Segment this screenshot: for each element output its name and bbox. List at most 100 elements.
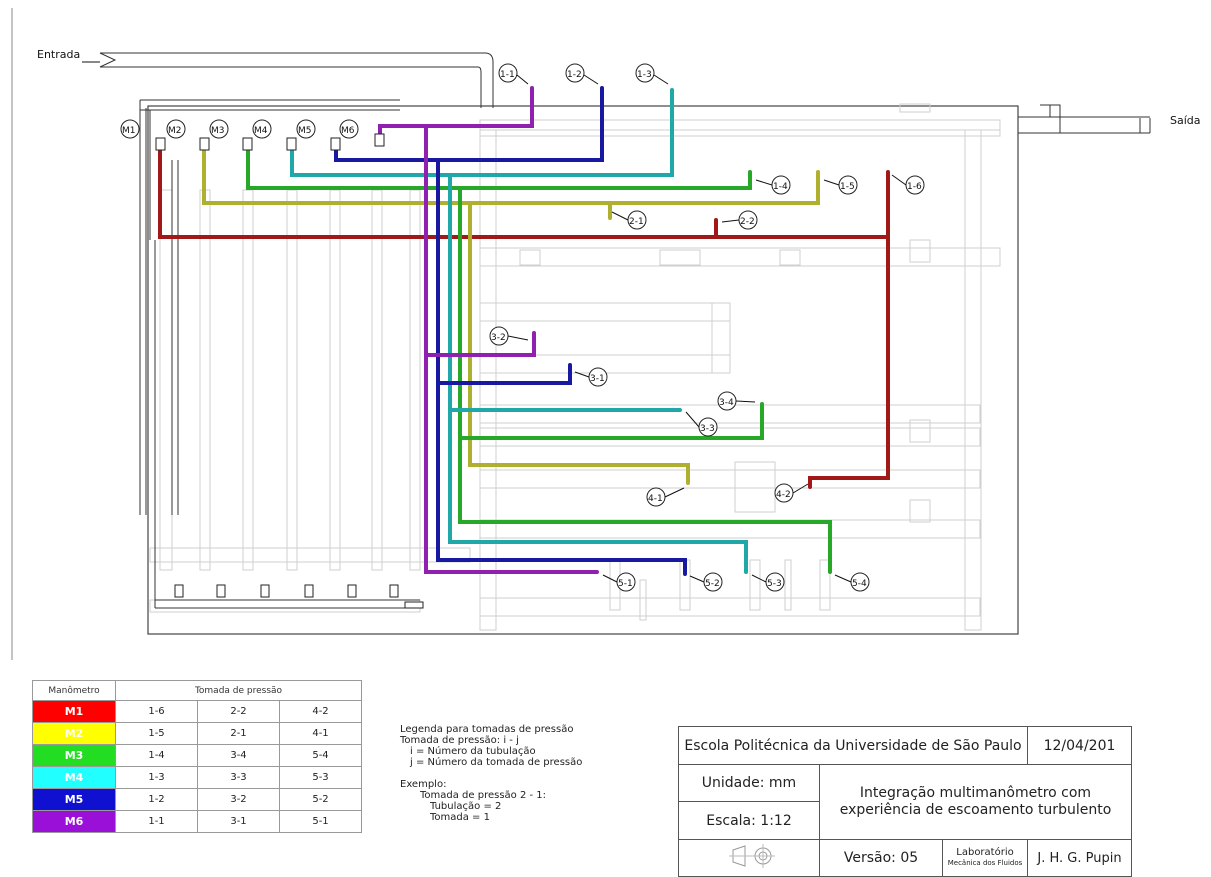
tap-cell: 3-2 [197, 788, 280, 811]
svg-text:5-3: 5-3 [767, 579, 782, 589]
manometer-cell: M6 [32, 810, 116, 833]
manometer-cell: M5 [32, 788, 116, 811]
svg-text:M6: M6 [341, 126, 355, 136]
tap-1-5: 1-5 [838, 175, 858, 195]
background-piping [149, 103, 1001, 631]
svg-text:3-4: 3-4 [719, 398, 734, 408]
tap-3-3: 3-3 [698, 417, 718, 437]
manometer-cell: M3 [32, 744, 116, 767]
tap-4-2: 4-2 [774, 483, 794, 503]
lab-line-1: Laboratório [956, 847, 1014, 858]
title-line-1: Integração multimanômetro com [859, 785, 1092, 801]
tap-cell: 2-1 [197, 722, 280, 745]
svg-text:M2: M2 [168, 126, 182, 136]
tap-cell: 1-4 [115, 744, 198, 767]
svg-text:M5: M5 [298, 126, 312, 136]
callout-m1: M1 [120, 119, 140, 139]
unit-cell: Unidade: mm [678, 764, 820, 802]
svg-text:3-1: 3-1 [590, 374, 605, 384]
tap-cell: 1-3 [115, 766, 198, 789]
tap-cell: 5-2 [279, 788, 362, 811]
legend-example: Tomada = 1 [430, 812, 490, 823]
tap-3-1: 3-1 [588, 367, 608, 387]
tap-cell: 5-3 [279, 766, 362, 789]
svg-text:1-5: 1-5 [840, 182, 855, 192]
author-cell: J. H. G. Pupin [1027, 839, 1132, 877]
svg-text:2-2: 2-2 [740, 217, 755, 227]
legend-line: j = Número da tomada de pressão [410, 757, 583, 768]
tap-2-2: 2-2 [738, 210, 758, 230]
projection-icon [729, 844, 775, 868]
svg-text:M4: M4 [254, 126, 268, 136]
legend-title: Legenda para tomadas de pressão [400, 724, 574, 735]
header-taps: Tomada de pressão [115, 680, 362, 701]
tap-callouts: 1-1 1-2 1-3 1-4 1-5 1-6 2-1 2-2 3-1 3-2 … [489, 63, 925, 592]
manometer-table: Manômetro Tomada de pressão M1 1-6 2-2 4… [32, 680, 362, 833]
m1-lines [158, 143, 890, 489]
manometer-callouts: M1 M2 M3 M4 M5 M6 [120, 119, 359, 139]
svg-text:4-2: 4-2 [776, 490, 791, 500]
tap-cell: 1-5 [115, 722, 198, 745]
callout-m2: M2 [166, 119, 186, 139]
entrada-label: Entrada [37, 48, 80, 61]
tap-cell: 1-2 [115, 788, 198, 811]
tap-5-4: 5-4 [850, 572, 870, 592]
lab-cell: Laboratório Mecânica dos Fluidos [942, 839, 1028, 877]
m4-lines [290, 88, 748, 574]
tap-3-2: 3-2 [489, 326, 509, 346]
m6-lines [378, 86, 599, 574]
tap-legend: Legenda para tomadas de pressão Tomada d… [400, 724, 582, 823]
table-row: M5 1-2 3-2 5-2 [32, 788, 362, 811]
header-manometer: Manômetro [32, 680, 116, 701]
callout-m6: M6 [339, 119, 359, 139]
tap-3-4: 3-4 [717, 391, 737, 411]
svg-text:4-1: 4-1 [648, 494, 663, 504]
legend-example-title: Exemplo: [400, 779, 447, 790]
supply-line [99, 52, 1151, 240]
svg-text:1-3: 1-3 [637, 70, 652, 80]
tap-cell: 4-1 [279, 722, 362, 745]
svg-text:5-4: 5-4 [852, 579, 867, 589]
manometer-tubes [139, 108, 420, 609]
legend-line: Tomada de pressão: i - j [400, 735, 519, 746]
svg-text:5-2: 5-2 [705, 579, 720, 589]
drawing-date: 12/04/201 [1027, 726, 1132, 765]
tap-cell: 3-3 [197, 766, 280, 789]
version-cell: Versão: 05 [819, 839, 943, 877]
tap-cell: 5-1 [279, 810, 362, 833]
tap-cell: 3-1 [197, 810, 280, 833]
tap-1-6: 1-6 [905, 175, 925, 195]
tap-cell: 1-6 [115, 700, 198, 723]
callout-m5: M5 [296, 119, 316, 139]
svg-text:3-2: 3-2 [491, 333, 506, 343]
tap-1-4: 1-4 [771, 175, 791, 195]
tap-cell: 1-1 [115, 810, 198, 833]
m2-lines [202, 143, 820, 485]
tap-5-3: 5-3 [765, 572, 785, 592]
table-row: M6 1-1 3-1 5-1 [32, 810, 362, 833]
tap-1-2: 1-2 [565, 63, 585, 83]
svg-text:5-1: 5-1 [618, 579, 633, 589]
saida-label: Saída [1170, 114, 1201, 127]
tap-1-1: 1-1 [498, 63, 518, 83]
legend-line: i = Número da tubulação [410, 746, 536, 757]
tap-cell: 3-4 [197, 744, 280, 767]
projection-symbol [678, 839, 820, 877]
svg-text:M1: M1 [122, 126, 136, 136]
tap-cell: 4-2 [279, 700, 362, 723]
svg-text:1-1: 1-1 [500, 70, 515, 80]
callout-m3: M3 [209, 119, 229, 139]
tap-5-2: 5-2 [703, 572, 723, 592]
svg-text:3-3: 3-3 [700, 424, 715, 434]
legend-example: Tomada de pressão 2 - 1: [420, 790, 547, 801]
callout-m4: M4 [252, 119, 272, 139]
tap-5-1: 5-1 [616, 572, 636, 592]
manometer-cell: M2 [32, 722, 116, 745]
lab-line-2: Mecânica dos Fluidos [947, 859, 1023, 867]
tap-2-1: 2-1 [627, 210, 647, 230]
scale-cell: Escala: 1:12 [678, 801, 820, 840]
manometer-heads [155, 133, 424, 609]
m5-lines [334, 86, 687, 576]
manometer-cell: M4 [32, 766, 116, 789]
table-row: M1 1-6 2-2 4-2 [32, 700, 362, 723]
